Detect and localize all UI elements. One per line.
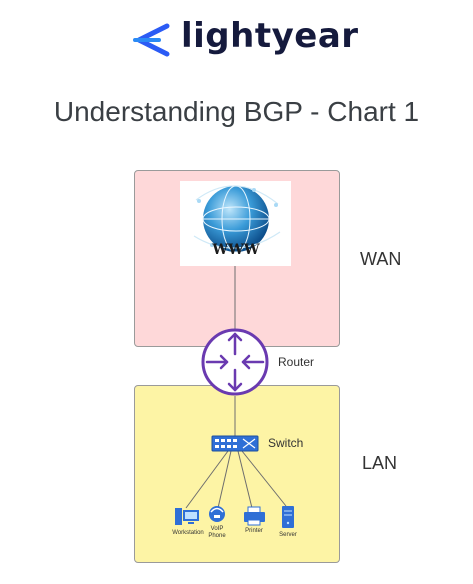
wan-label: WAN xyxy=(360,249,402,269)
printer-icon xyxy=(244,506,265,526)
switch-phone-link xyxy=(217,450,232,509)
server-label: Server xyxy=(279,532,297,538)
lightyear-mark-icon xyxy=(133,23,170,57)
internet-label: WWW xyxy=(211,242,259,258)
router-icon xyxy=(201,328,269,396)
brand-name: lightyear xyxy=(181,16,359,56)
workstation-label: Workstation xyxy=(172,530,204,536)
voip-phone-icon xyxy=(209,506,225,522)
switch-printer-link xyxy=(237,450,253,509)
workstation-icon xyxy=(175,508,199,525)
lan-zone xyxy=(134,385,340,563)
internet-globe-icon: WWW xyxy=(180,181,291,266)
lightyear-logo: lightyear xyxy=(133,16,358,64)
printer-label: Printer xyxy=(245,528,263,534)
switch-workstation-link xyxy=(185,450,229,509)
switch-icon xyxy=(211,435,259,452)
voip-phone-label: VoIP Phone xyxy=(208,526,226,539)
switch-server-link xyxy=(241,450,287,507)
router-label: Router xyxy=(278,355,315,369)
switch-label: Switch xyxy=(268,436,304,450)
page-title: Understanding BGP - Chart 1 xyxy=(53,96,420,127)
server-icon xyxy=(282,506,294,528)
lan-label: LAN xyxy=(362,453,398,473)
